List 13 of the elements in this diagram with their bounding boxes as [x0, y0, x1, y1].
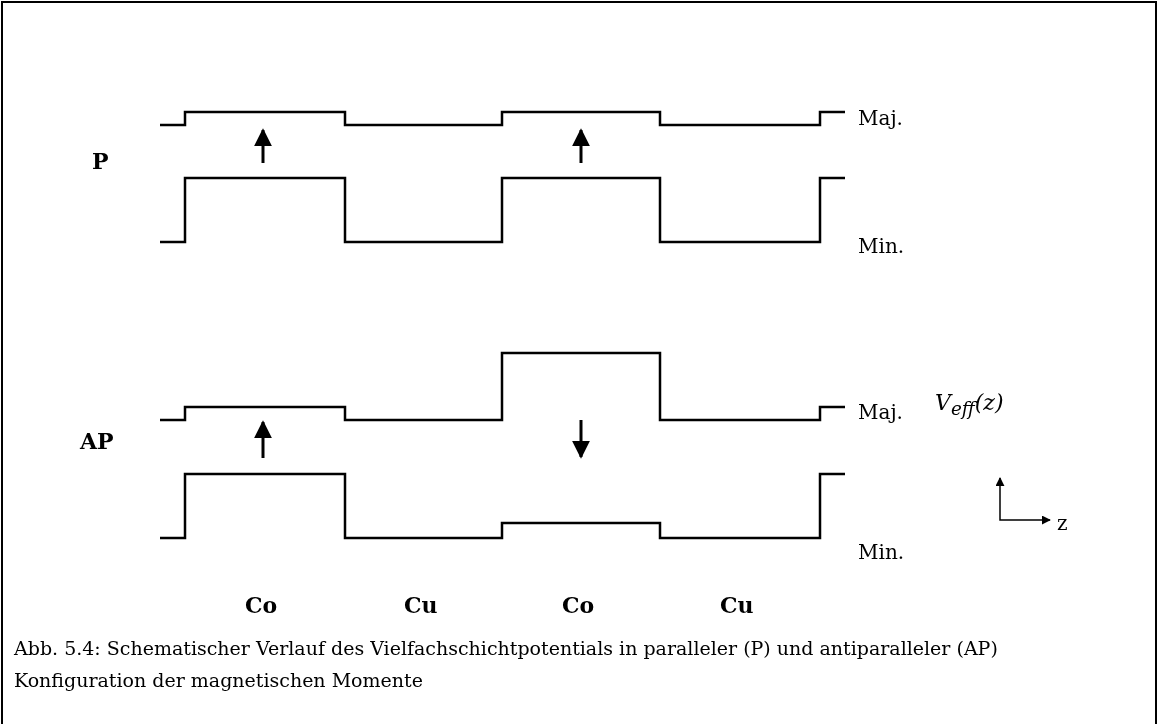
layer-label: Cu [404, 594, 438, 616]
layer-label: Co [562, 594, 595, 616]
layer-label: Co [245, 594, 278, 616]
layer-label: Cu [720, 594, 754, 616]
axis-label: z [1057, 513, 1068, 533]
figure-caption: Abb. 5.4: Schematischer Verlauf des Vielfachschichtpotentials in paralleler (P) und antiparalleler (AP) Konfiguration der magnetischen Momente [14, 636, 999, 693]
layer-label: AP [80, 430, 114, 452]
axis-label: Maj. [858, 108, 903, 128]
axis-label: Maj. [858, 402, 903, 422]
axis-label: Min. [858, 542, 905, 562]
axis-label: Min. [858, 236, 905, 256]
axis-label: V$_{eff}$(z) [935, 392, 1004, 419]
layer-label: P [92, 150, 109, 172]
